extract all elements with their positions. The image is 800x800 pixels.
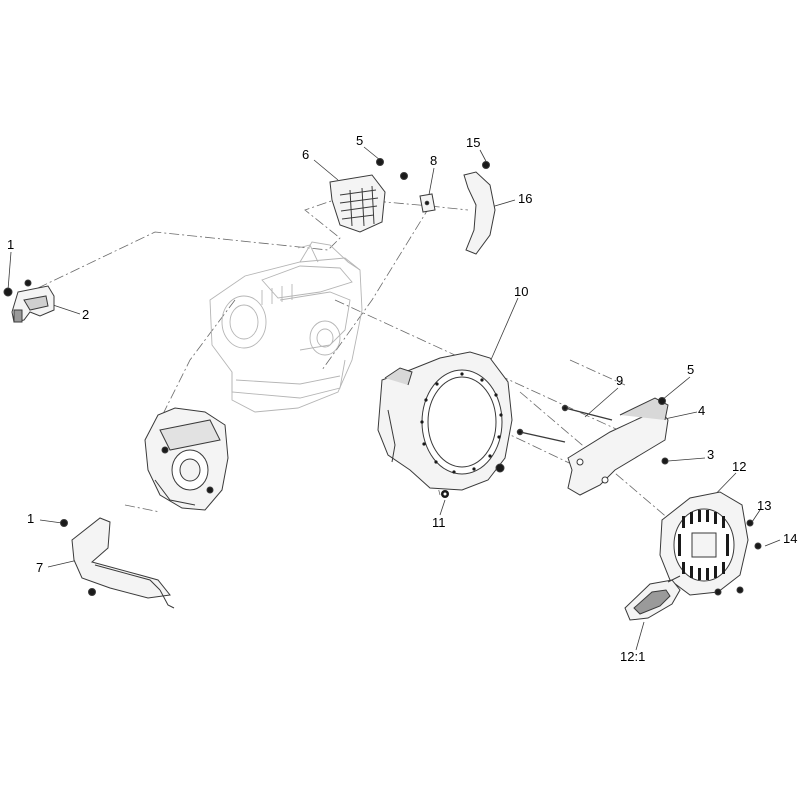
callout-12-1: 12:1 (620, 649, 646, 664)
bracket-part (3, 279, 55, 323)
callout-13: 13 (757, 498, 772, 513)
lower-cover-part (60, 517, 175, 609)
callout-1-upper: 1 (7, 237, 15, 252)
callout-5-right: 5 (687, 362, 695, 377)
engine-block (209, 241, 363, 413)
callout-11: 11 (432, 515, 446, 530)
callout-7: 7 (36, 560, 44, 575)
callout-6: 6 (302, 147, 310, 162)
callout-3: 3 (707, 447, 715, 462)
callout-14: 14 (783, 531, 798, 546)
cylinder-head-part (144, 407, 229, 511)
curved-shield-part (463, 161, 496, 255)
top-guard-part (329, 158, 408, 233)
bolt-11 (441, 490, 449, 498)
callout-9: 9 (616, 373, 624, 388)
callout-12: 12 (732, 459, 747, 474)
callout-1-lower: 1 (27, 511, 35, 526)
callout-5-upper: 5 (356, 133, 364, 148)
rod-parts (516, 404, 613, 443)
callout-10: 10 (514, 284, 529, 299)
support-bracket-part (567, 397, 669, 496)
callout-15: 15 (466, 135, 481, 150)
starter-handle-part (624, 575, 681, 621)
recoil-starter-part (659, 491, 762, 596)
blower-housing-part (377, 351, 513, 491)
callout-2: 2 (82, 307, 90, 322)
callout-16: 16 (518, 191, 533, 206)
callout-4: 4 (698, 403, 706, 418)
callout-8: 8 (430, 153, 438, 168)
clip-part (419, 193, 436, 213)
